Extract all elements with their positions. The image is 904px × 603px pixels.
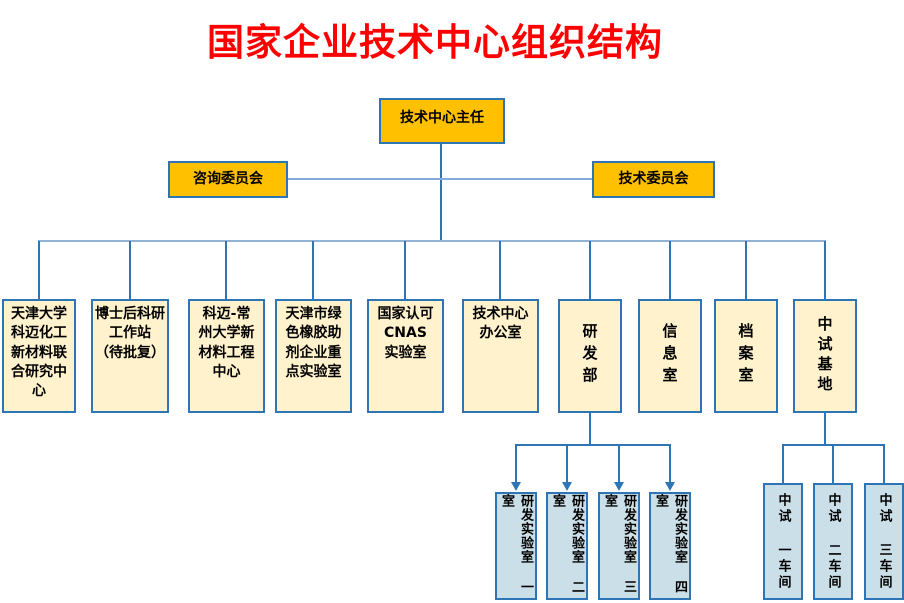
pilot-workshop-3-label: 中试 三车间 bbox=[876, 492, 892, 591]
box-pilot-workshop-1: 中试 一车间 bbox=[763, 483, 803, 600]
pilot-base-label: 中试基地 bbox=[815, 316, 834, 396]
box-pilot-workshop-2: 中试 二车间 bbox=[813, 483, 853, 600]
connector-committees-horizontal bbox=[288, 178, 592, 180]
box-dept-postdoc-workstation: 博士后科研 工作站 （待批复） bbox=[91, 299, 169, 413]
box-rd-lab-4: 研发实验室 四室 bbox=[649, 492, 691, 600]
box-dept-cnas-lab: 国家认可 CNAS 实验室 bbox=[367, 299, 444, 413]
arrowhead-lab-2 bbox=[562, 482, 572, 491]
connector-drop-dept-9 bbox=[745, 241, 747, 299]
connector-pilot-vertical bbox=[824, 413, 826, 446]
connector-drop-dept-7 bbox=[589, 241, 591, 299]
connector-drop-dept-5 bbox=[404, 241, 406, 299]
rd-lab-3-label: 研发实验室 三室 bbox=[602, 494, 636, 594]
rd-lab-2-label: 研发实验室 二室 bbox=[550, 494, 584, 594]
box-dept-kemai-changzhou-center: 科迈-常 州大学新 材料工程 中心 bbox=[188, 299, 265, 413]
rd-department-label: 研发部 bbox=[580, 323, 599, 389]
connector-drop-dept-6 bbox=[499, 241, 501, 299]
connector-drop-workshop-3 bbox=[883, 446, 885, 483]
box-rd-lab-1: 研发实验室 一室 bbox=[495, 492, 537, 600]
box-dept-rd-department: 研发部 bbox=[558, 299, 622, 413]
org-chart-title: 国家企业技术中心组织结构 bbox=[207, 21, 663, 64]
pilot-workshop-2-label: 中试 二车间 bbox=[825, 492, 841, 591]
box-dept-tianjin-key-lab: 天津市绿 色橡胶助 剂企业重 点实验室 bbox=[275, 299, 352, 413]
arrowhead-lab-4 bbox=[665, 482, 675, 491]
connector-drop-workshop-2 bbox=[832, 446, 834, 483]
box-pilot-workshop-3: 中试 三车间 bbox=[864, 483, 904, 600]
box-center-director: 技术中心主任 bbox=[379, 98, 505, 144]
pilot-workshop-1-label: 中试 一车间 bbox=[775, 492, 791, 591]
connector-drop-lab-4 bbox=[669, 446, 671, 482]
connector-drop-dept-10 bbox=[824, 241, 826, 299]
arrowhead-lab-1 bbox=[511, 482, 521, 491]
connector-drop-dept-2 bbox=[129, 241, 131, 299]
connector-drop-lab-1 bbox=[515, 446, 517, 482]
connector-rd-bus bbox=[515, 444, 671, 446]
connector-drop-workshop-1 bbox=[782, 446, 784, 483]
box-dept-archives-office: 档案室 bbox=[714, 299, 778, 413]
connector-main-bus bbox=[38, 240, 826, 242]
information-office-label: 信息室 bbox=[660, 323, 679, 389]
rd-lab-1-label: 研发实验室 一室 bbox=[499, 494, 533, 594]
connector-drop-dept-1 bbox=[38, 241, 40, 299]
connector-drop-dept-3 bbox=[225, 241, 227, 299]
box-rd-lab-3: 研发实验室 三室 bbox=[598, 492, 640, 600]
connector-rd-vertical bbox=[589, 413, 591, 446]
box-advisory-committee: 咨询委员会 bbox=[168, 161, 288, 198]
box-dept-tju-kemai-research-center: 天津大学 科迈化工 新材料联 合研究中 心 bbox=[2, 299, 76, 413]
connector-drop-lab-2 bbox=[566, 446, 568, 482]
box-technical-committee: 技术委员会 bbox=[592, 161, 715, 198]
connector-drop-dept-8 bbox=[669, 241, 671, 299]
box-rd-lab-2: 研发实验室 二室 bbox=[546, 492, 588, 600]
box-dept-pilot-base: 中试基地 bbox=[793, 299, 857, 413]
rd-lab-4-label: 研发实验室 四室 bbox=[653, 494, 687, 594]
archives-office-label: 档案室 bbox=[736, 323, 755, 389]
arrowhead-lab-3 bbox=[614, 482, 624, 491]
connector-root-vertical bbox=[440, 144, 442, 241]
box-dept-center-office: 技术中心 办公室 bbox=[462, 299, 539, 413]
box-dept-information-office: 信息室 bbox=[638, 299, 702, 413]
connector-drop-lab-3 bbox=[618, 446, 620, 482]
connector-pilot-bus bbox=[782, 444, 885, 446]
connector-drop-dept-4 bbox=[312, 241, 314, 299]
